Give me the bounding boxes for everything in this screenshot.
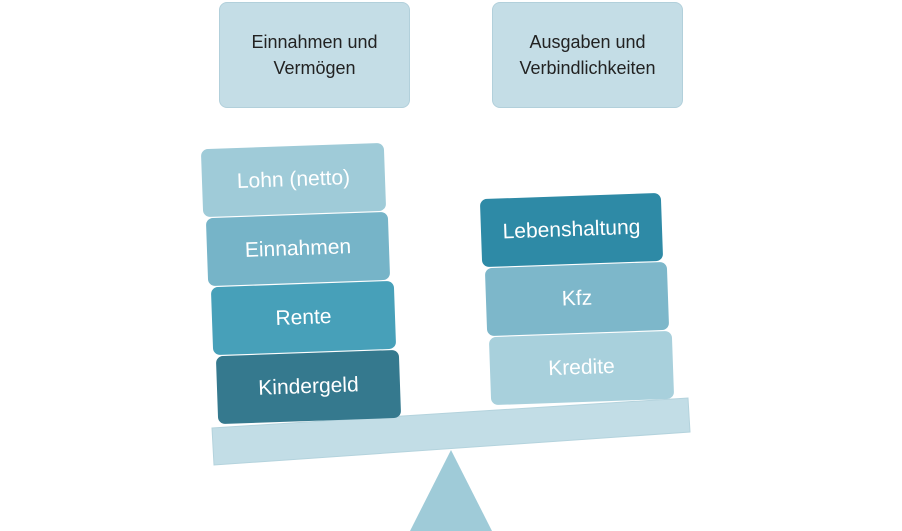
block-lohn-netto: Lohn (netto) xyxy=(200,142,387,218)
block-kfz-label: Kfz xyxy=(561,286,593,311)
block-kredite-label: Kredite xyxy=(547,354,616,381)
fulcrum-triangle xyxy=(410,450,492,531)
header-income-assets: Einnahmen und Vermögen xyxy=(219,2,410,108)
header-right-line1: Ausgaben und xyxy=(529,32,646,52)
header-right-line2: Verbindlichkeiten xyxy=(519,58,656,78)
block-lebenshaltung: Lebenshaltung xyxy=(479,192,664,268)
header-expenses-liabilities: Ausgaben und Verbindlichkeiten xyxy=(492,2,683,108)
header-left-line1: Einnahmen und xyxy=(251,32,378,52)
block-einnahmen: Einnahmen xyxy=(205,211,391,287)
block-kredite: Kredite xyxy=(488,330,675,406)
block-kindergeld-label: Kindergeld xyxy=(257,373,360,400)
block-lebenshaltung-label: Lebenshaltung xyxy=(502,215,641,244)
block-lohn-netto-label: Lohn (netto) xyxy=(236,166,351,193)
seesaw-beam xyxy=(211,397,691,466)
block-einnahmen-label: Einnahmen xyxy=(244,235,352,262)
block-kindergeld: Kindergeld xyxy=(215,349,402,425)
header-left-line2: Vermögen xyxy=(273,58,356,78)
block-rente: Rente xyxy=(210,280,397,356)
block-rente-label: Rente xyxy=(275,305,332,330)
block-kfz: Kfz xyxy=(484,261,670,337)
